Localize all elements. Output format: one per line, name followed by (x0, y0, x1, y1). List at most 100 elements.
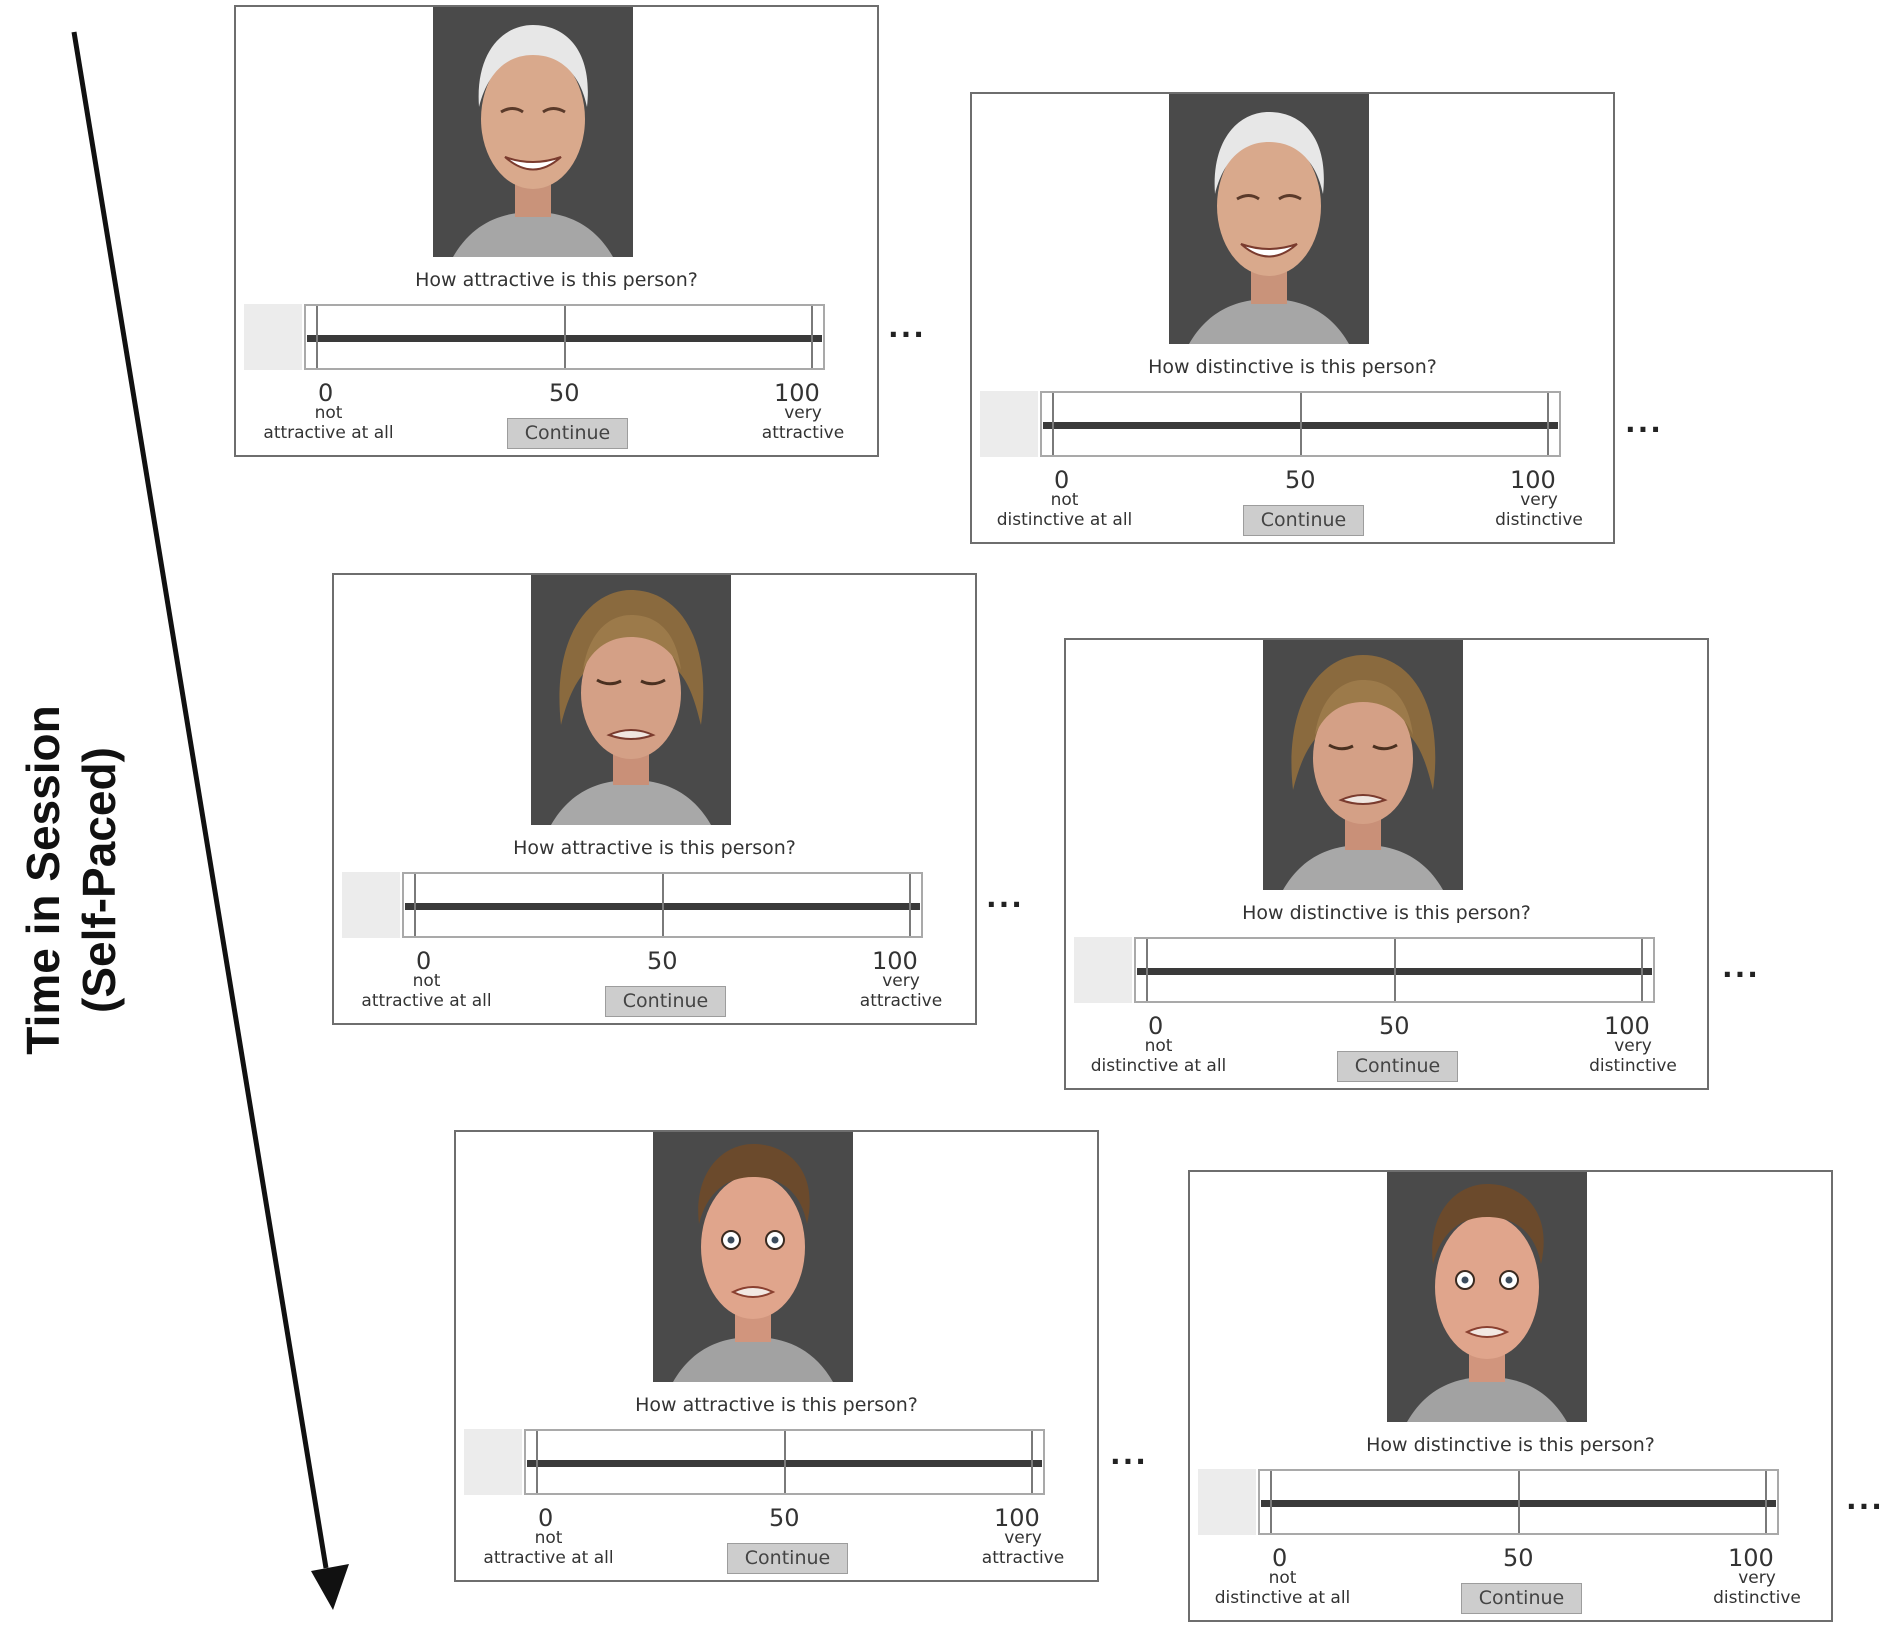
tick-100 (1031, 1431, 1033, 1493)
scale-max-value: 100 (1604, 1012, 1650, 1040)
scale-left-box (464, 1429, 522, 1495)
question-text: How attractive is this person? (635, 1394, 918, 1416)
tick-100 (1641, 939, 1643, 1001)
scale-max-value: 100 (1510, 466, 1556, 494)
continuation-dots: ... (1846, 1483, 1884, 1516)
scale-max-label-line2: distinctive (1495, 510, 1583, 530)
face-photo (433, 7, 633, 257)
tick-0 (414, 874, 416, 936)
time-axis-subtitle: (Self-Paced) (73, 747, 125, 1013)
tick-50 (1394, 939, 1396, 1001)
face-photo (1387, 1172, 1587, 1422)
trial-panel-2: How distinctive is this person? 0 50 100… (970, 92, 1615, 544)
scale-min-label-line2: distinctive at all (996, 510, 1133, 530)
continue-button[interactable]: Continue (1337, 1051, 1458, 1082)
scale-mid-value: 50 (1503, 1544, 1534, 1572)
continue-button[interactable]: Continue (727, 1543, 848, 1574)
scale-left-box (1074, 937, 1132, 1003)
scale-left-box (342, 872, 400, 938)
question-text: How attractive is this person? (513, 837, 796, 859)
tick-0 (1270, 1471, 1272, 1533)
scale-max-value: 100 (774, 379, 820, 407)
tick-100 (909, 874, 911, 936)
scale-mid-value: 50 (647, 947, 678, 975)
tick-100 (1765, 1471, 1767, 1533)
scale-max-label-line2: distinctive (1589, 1056, 1677, 1076)
rating-slider[interactable] (1134, 937, 1655, 1003)
scale-min-label-line2: attractive at all (483, 1548, 614, 1568)
scale-max-label-line2: attractive (981, 1548, 1065, 1568)
young-man-fearful-photo (1387, 1172, 1587, 1422)
tick-50 (564, 306, 566, 368)
rating-slider[interactable] (402, 872, 923, 938)
continue-button[interactable]: Continue (1461, 1583, 1582, 1614)
tick-0 (1146, 939, 1148, 1001)
face-photo (653, 1132, 853, 1382)
woman-disgusted-photo (531, 575, 731, 825)
scale-min-value: 0 (538, 1504, 554, 1532)
time-axis-title: Time in Session (17, 705, 69, 1055)
rating-slider[interactable] (524, 1429, 1045, 1495)
trial-panel-3: How attractive is this person? 0 50 100 … (332, 573, 977, 1025)
scale-mid-value: 50 (769, 1504, 800, 1532)
rating-slider[interactable] (1040, 391, 1561, 457)
tick-100 (811, 306, 813, 368)
trial-panel-5: How attractive is this person? 0 50 100 … (454, 1130, 1099, 1582)
face-photo (531, 575, 731, 825)
face-photo (1169, 94, 1369, 344)
scale-min-value: 0 (318, 379, 334, 407)
scale-min-label-line1: not (1268, 1568, 1297, 1588)
scale-max-label-line2: attractive (859, 991, 943, 1011)
continuation-dots: ... (986, 881, 1024, 914)
continue-button[interactable]: Continue (1243, 505, 1364, 536)
scale-max-value: 100 (1728, 1544, 1774, 1572)
rating-slider[interactable] (1258, 1469, 1779, 1535)
rating-slider[interactable] (304, 304, 825, 370)
scale-max-label-line1: very (1614, 1036, 1652, 1056)
continue-button[interactable]: Continue (507, 418, 628, 449)
tick-0 (536, 1431, 538, 1493)
tick-50 (784, 1431, 786, 1493)
question-text: How attractive is this person? (415, 269, 698, 291)
scale-min-value: 0 (1054, 466, 1070, 494)
scale-min-label-line1: not (412, 971, 441, 991)
trial-panel-1: How attractive is this person? 0 50 100 … (234, 5, 879, 457)
scale-max-label-line1: very (882, 971, 920, 991)
tick-50 (662, 874, 664, 936)
face-photo (1263, 640, 1463, 890)
question-text: How distinctive is this person? (1366, 1434, 1655, 1456)
scale-max-label-line1: very (1004, 1528, 1042, 1548)
woman-disgusted-photo (1263, 640, 1463, 890)
continuation-dots: ... (1110, 1438, 1148, 1471)
scale-min-label-line2: distinctive at all (1214, 1588, 1351, 1608)
scale-max-label-line1: very (1520, 490, 1558, 510)
continue-button[interactable]: Continue (605, 986, 726, 1017)
scale-left-box (1198, 1469, 1256, 1535)
scale-mid-value: 50 (1379, 1012, 1410, 1040)
older-man-smiling-photo (1169, 94, 1369, 344)
tick-50 (1300, 393, 1302, 455)
tick-100 (1547, 393, 1549, 455)
continuation-dots: ... (1625, 406, 1663, 439)
scale-min-label-line1: not (314, 403, 343, 423)
scale-min-value: 0 (1148, 1012, 1164, 1040)
scale-min-label-line2: attractive at all (361, 991, 492, 1011)
scale-min-label-line1: not (1050, 490, 1079, 510)
scale-max-value: 100 (872, 947, 918, 975)
scale-min-value: 0 (416, 947, 432, 975)
scale-max-value: 100 (994, 1504, 1040, 1532)
scale-max-label-line1: very (1738, 1568, 1776, 1588)
tick-0 (1052, 393, 1054, 455)
question-text: How distinctive is this person? (1242, 902, 1531, 924)
scale-mid-value: 50 (549, 379, 580, 407)
trial-panel-6: How distinctive is this person? 0 50 100… (1188, 1170, 1833, 1622)
scale-max-label-line2: distinctive (1713, 1588, 1801, 1608)
scale-min-label-line2: distinctive at all (1090, 1056, 1227, 1076)
scale-max-label-line1: very (784, 403, 822, 423)
tick-50 (1518, 1471, 1520, 1533)
scale-mid-value: 50 (1285, 466, 1316, 494)
scale-left-box (980, 391, 1038, 457)
older-man-smiling-photo (433, 7, 633, 257)
young-man-fearful-photo (653, 1132, 853, 1382)
